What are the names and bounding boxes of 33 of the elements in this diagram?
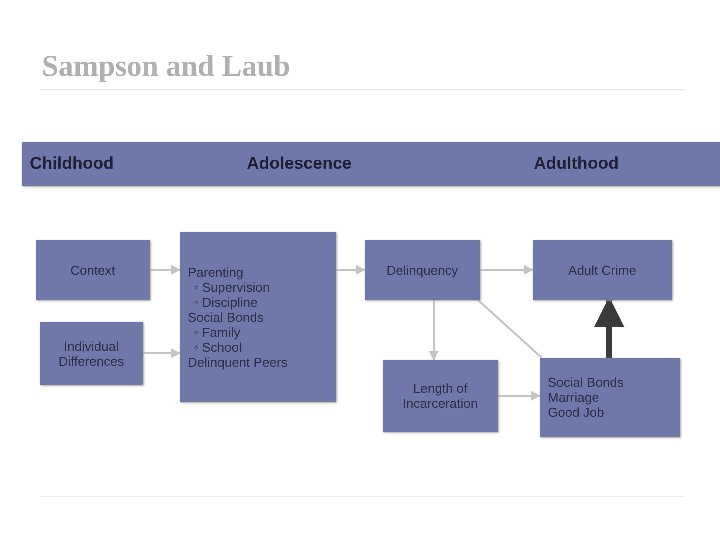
box-text: ◦ School [193, 340, 243, 354]
arrow [336, 265, 366, 275]
arrow [429, 300, 439, 361]
box-text: Social Bonds [548, 375, 625, 390]
box-text: Good Job [548, 405, 606, 420]
box-text: Adult Crime [568, 262, 636, 278]
box-text: Delinquent Peers [188, 354, 289, 370]
box-text: Context [70, 262, 116, 278]
process-box [40, 322, 143, 385]
box-text: Childhood [30, 154, 114, 174]
arrow [498, 391, 541, 401]
arrow [143, 348, 181, 358]
timeline-band [22, 142, 720, 186]
process-box [36, 240, 150, 300]
box-text: ◦ Discipline [193, 294, 258, 310]
box-text: Delinquency [386, 262, 458, 278]
process-box [180, 232, 336, 402]
box-text: Adolescence [247, 154, 352, 174]
box-text: Marriage [548, 390, 600, 405]
box-text: Length of Incarceration [402, 381, 480, 411]
process-box [540, 358, 680, 437]
box-text: Social Bonds [188, 310, 265, 324]
box-text: Adulthood [534, 154, 619, 174]
process-box [533, 240, 672, 300]
box-text: ◦ Supervision [194, 280, 272, 294]
slide-title: Sampson and Laub [42, 50, 290, 84]
box-text: Individual Differences [58, 338, 126, 368]
process-box [383, 360, 498, 432]
box-text: ◦ Family [193, 324, 242, 340]
arrow [480, 265, 534, 275]
box-text: Parenting [188, 264, 245, 280]
process-box [365, 240, 480, 300]
arrow [150, 265, 181, 275]
